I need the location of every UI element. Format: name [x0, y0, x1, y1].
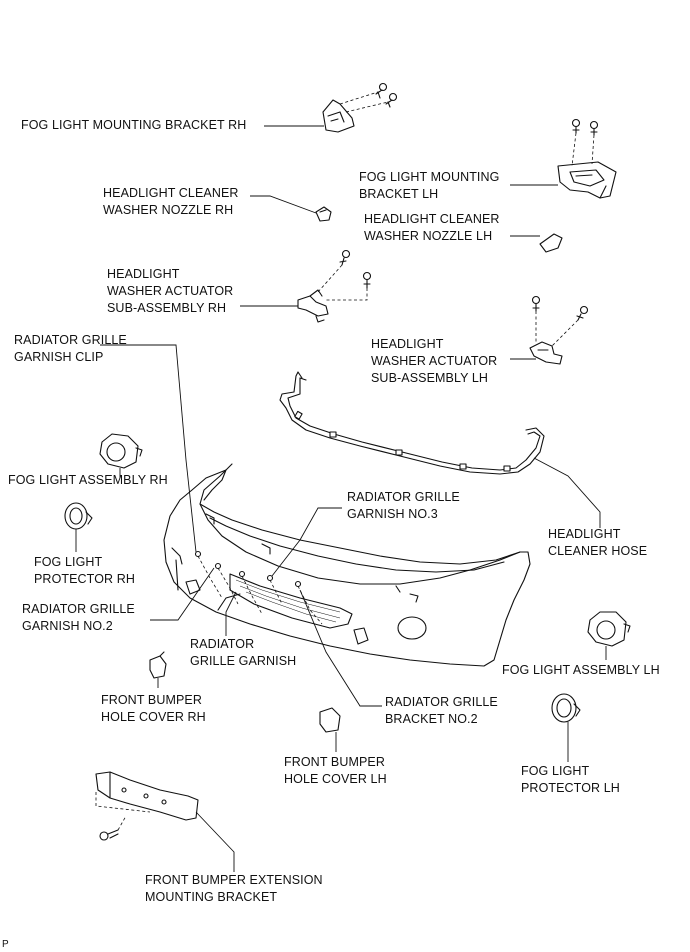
label-line: HEADLIGHT — [107, 267, 180, 281]
bumper-extension-mounting-bracket — [95, 771, 199, 821]
fog-light-mounting-bracket-lh — [557, 161, 617, 199]
label-washer-actuator-lh: HEADLIGHT WASHER ACTUATOR SUB-ASSEMBLY L… — [371, 336, 497, 387]
label-fog-light-protector-rh: FOG LIGHT PROTECTOR RH — [34, 554, 135, 588]
headlight-cleaner-hose — [279, 371, 545, 475]
washer-nozzle-lh — [539, 233, 563, 253]
label-washer-actuator-rh: HEADLIGHT WASHER ACTUATOR SUB-ASSEMBLY R… — [107, 266, 233, 317]
label-line: GARNISH CLIP — [14, 350, 104, 364]
label-line: FOG LIGHT MOUNTING — [359, 170, 500, 184]
label-line: GARNISH NO.3 — [347, 507, 438, 521]
label-fog-light-protector-lh: FOG LIGHT PROTECTOR LH — [521, 763, 620, 797]
bolt — [531, 295, 589, 321]
label-hole-cover-rh: FRONT BUMPER HOLE COVER RH — [101, 692, 206, 726]
label-fog-light-assembly-lh: FOG LIGHT ASSEMBLY LH — [502, 662, 660, 679]
fog-light-mounting-bracket-rh — [322, 99, 355, 133]
label-line: FOG LIGHT ASSEMBLY LH — [502, 663, 660, 677]
bolt — [99, 829, 119, 841]
label-grille-garnish-no2: RADIATOR GRILLE GARNISH NO.2 — [22, 601, 135, 635]
label-washer-nozzle-lh: HEADLIGHT CLEANER WASHER NOZZLE LH — [364, 211, 500, 245]
label-line: FOG LIGHT MOUNTING BRACKET RH — [21, 118, 247, 132]
washer-nozzle-rh — [315, 206, 332, 222]
label-grille-garnish-clip: RADIATOR GRILLE GARNISH CLIP — [14, 332, 127, 366]
front-bumper-cover — [163, 463, 531, 667]
label-line: RADIATOR — [190, 637, 255, 651]
hole-cover-lh — [319, 707, 341, 733]
label-line: WASHER NOZZLE RH — [103, 203, 234, 217]
label-line: HOLE COVER RH — [101, 710, 206, 724]
label-line: FOG LIGHT — [521, 764, 590, 778]
label-fog-light-assembly-rh: FOG LIGHT ASSEMBLY RH — [8, 472, 168, 489]
bolt — [571, 118, 599, 136]
corner-mark: P — [2, 939, 9, 950]
label-line: MOUNTING BRACKET — [145, 890, 278, 904]
label-line: FRONT BUMPER EXTENSION — [145, 873, 323, 887]
washer-actuator-rh — [297, 289, 329, 323]
label-line: GRILLE GARNISH — [190, 654, 297, 668]
label-line: WASHER ACTUATOR — [371, 354, 498, 368]
label-line: FRONT BUMPER — [101, 693, 202, 707]
label-radiator-grille-garnish: RADIATOR GRILLE GARNISH — [190, 636, 296, 670]
label-line: SUB-ASSEMBLY RH — [107, 301, 227, 315]
label-washer-nozzle-rh: HEADLIGHT CLEANER WASHER NOZZLE RH — [103, 185, 239, 219]
label-line: PROTECTOR RH — [34, 572, 135, 586]
label-line: RADIATOR GRILLE — [14, 333, 127, 347]
fog-light-protector-lh — [551, 693, 581, 723]
label-fog-light-mounting-bracket-rh: FOG LIGHT MOUNTING BRACKET RH — [21, 117, 246, 134]
label-hole-cover-lh: FRONT BUMPER HOLE COVER LH — [284, 754, 387, 788]
label-line: CLEANER HOSE — [548, 544, 648, 558]
hole-cover-rh — [149, 651, 167, 679]
fog-light-assembly-rh — [99, 433, 143, 469]
bolt — [375, 82, 398, 108]
label-line: GARNISH NO.2 — [22, 619, 113, 633]
fog-light-assembly-lh — [587, 611, 631, 647]
label-line: FRONT BUMPER — [284, 755, 385, 769]
label-line: BRACKET LH — [359, 187, 439, 201]
label-line: FOG LIGHT ASSEMBLY RH — [8, 473, 168, 487]
label-line: HEADLIGHT CLEANER — [103, 186, 239, 200]
label-line: HEADLIGHT — [371, 337, 444, 351]
label-grille-garnish-no3: RADIATOR GRILLE GARNISH NO.3 — [347, 489, 460, 523]
label-line: SUB-ASSEMBLY LH — [371, 371, 489, 385]
label-line: HOLE COVER LH — [284, 772, 387, 786]
label-line: PROTECTOR LH — [521, 781, 620, 795]
label-line: FOG LIGHT — [34, 555, 103, 569]
label-line: WASHER ACTUATOR — [107, 284, 234, 298]
label-line: WASHER NOZZLE LH — [364, 229, 493, 243]
label-fog-light-mounting-bracket-lh: FOG LIGHT MOUNTING BRACKET LH — [359, 169, 499, 203]
fog-light-protector-rh — [64, 502, 93, 530]
label-line: RADIATOR GRILLE — [22, 602, 135, 616]
label-grille-bracket-no2: RADIATOR GRILLE BRACKET NO.2 — [385, 694, 498, 728]
label-line: BRACKET NO.2 — [385, 712, 478, 726]
bolt — [339, 249, 372, 289]
label-line: RADIATOR GRILLE — [385, 695, 498, 709]
label-extension-mounting-bracket: FRONT BUMPER EXTENSION MOUNTING BRACKET — [145, 872, 323, 906]
label-headlight-cleaner-hose: HEADLIGHT CLEANER HOSE — [548, 526, 647, 560]
washer-actuator-lh — [529, 341, 563, 365]
label-line: RADIATOR GRILLE — [347, 490, 460, 504]
label-line: HEADLIGHT CLEANER — [364, 212, 500, 226]
label-line: HEADLIGHT — [548, 527, 621, 541]
